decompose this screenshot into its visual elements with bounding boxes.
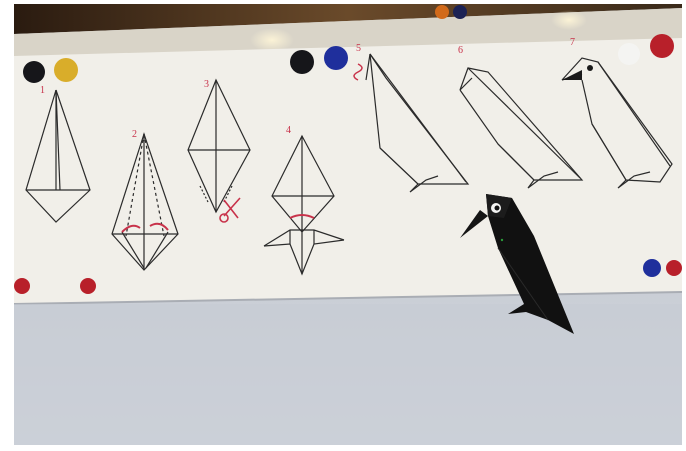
magnet-red: [650, 34, 674, 58]
magnet-red: [666, 260, 682, 276]
magnet-red: [80, 278, 96, 294]
step-4-number: 4: [286, 126, 291, 136]
step-7-number: 7: [570, 38, 575, 48]
magnet-yellow: [54, 58, 78, 82]
step-3-number: 3: [204, 80, 209, 90]
magnet-navy: [453, 5, 467, 19]
magnet-red: [14, 278, 30, 294]
step-7-eye: [587, 65, 593, 71]
magnet-orange: [435, 5, 449, 19]
magnet-blue: [643, 259, 661, 277]
step-6-number: 6: [458, 46, 463, 56]
magnet-white: [618, 43, 640, 65]
step-1-number: 1: [40, 86, 45, 96]
step-2-number: 2: [132, 130, 137, 140]
magnet-blue: [324, 46, 348, 70]
magnet-black: [290, 50, 314, 74]
wall-lower: [14, 304, 682, 445]
light-glow: [551, 10, 587, 30]
light-glow: [250, 28, 294, 52]
step-5-number: 5: [356, 44, 361, 54]
magnet-black: [23, 61, 45, 83]
photo-frame: 1 2 3 4 5 6 7: [14, 4, 682, 445]
crow-green-dot: [501, 239, 503, 241]
crow-eye-pupil: [495, 206, 500, 211]
origami-crow-scene: [14, 4, 682, 445]
